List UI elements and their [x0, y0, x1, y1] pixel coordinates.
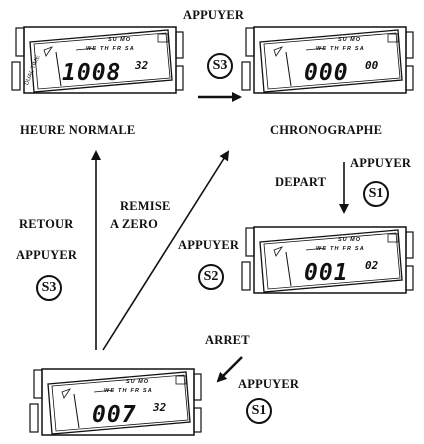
- label-heure-normale: HEURE NORMALE: [20, 123, 136, 137]
- label-appuyer-s1-top: APPUYER: [350, 156, 412, 170]
- watch-main-digits: 001: [304, 260, 349, 286]
- button-s3-top: S3: [207, 53, 233, 79]
- label-depart: DEPART: [275, 175, 327, 189]
- days-top: SU MO: [338, 37, 362, 43]
- label-arret: ARRET: [205, 333, 250, 347]
- watch-seconds: 32: [153, 401, 167, 414]
- button-s2: S2: [198, 264, 224, 290]
- label-appuyer-s1-bottom: APPUYER: [238, 377, 300, 391]
- arrow-arret: [216, 356, 243, 383]
- watch-seconds: 00: [365, 59, 379, 72]
- watch-main-digits: 000: [304, 60, 349, 86]
- watch-outline: [241, 226, 414, 294]
- days-top: SU MO: [126, 379, 150, 385]
- label-appuyer-s2: APPUYER: [178, 238, 240, 252]
- days-mid: WE TH FR SA: [104, 388, 153, 394]
- label-retour: RETOUR: [19, 217, 74, 231]
- arrow-remise-a-zero: [102, 150, 230, 351]
- days-mid: WE TH FR SA: [86, 46, 135, 52]
- watch-outline: [29, 368, 202, 436]
- watch-outline: [241, 26, 414, 94]
- label-a-zero: A ZERO: [110, 217, 159, 231]
- days-mid: WE TH FR SA: [316, 46, 365, 52]
- watch-seconds: 32: [135, 59, 149, 72]
- watch-heure-normale: SU MO WE TH FR SA DUAL TIME 1008 32: [8, 26, 188, 96]
- watch-main-digits: 007: [92, 402, 137, 428]
- button-s1-right: S1: [363, 181, 389, 207]
- label-appuyer-s3-left: APPUYER: [16, 248, 78, 262]
- days-top: SU MO: [338, 237, 362, 243]
- label-chronographe: CHRONOGRAPHE: [270, 123, 383, 137]
- watch-outline: [11, 26, 184, 94]
- label-remise: REMISE: [120, 199, 171, 213]
- label-appuyer-top: APPUYER: [183, 8, 245, 22]
- days-mid: WE TH FR SA: [316, 246, 365, 252]
- watch-seconds: 02: [365, 259, 379, 272]
- watch-chrono-running: SU MO WE TH FR SA 001 02: [238, 226, 418, 296]
- days-top: SU MO: [108, 37, 132, 43]
- watch-main-digits: 1008: [62, 60, 122, 86]
- button-s3-left: S3: [36, 275, 62, 301]
- button-s1-bottom: S1: [246, 398, 272, 424]
- watch-chronographe: SU MO WE TH FR SA 000 00: [238, 26, 418, 96]
- watch-chrono-stopped: SU MO WE TH FR SA 007 32: [26, 368, 206, 438]
